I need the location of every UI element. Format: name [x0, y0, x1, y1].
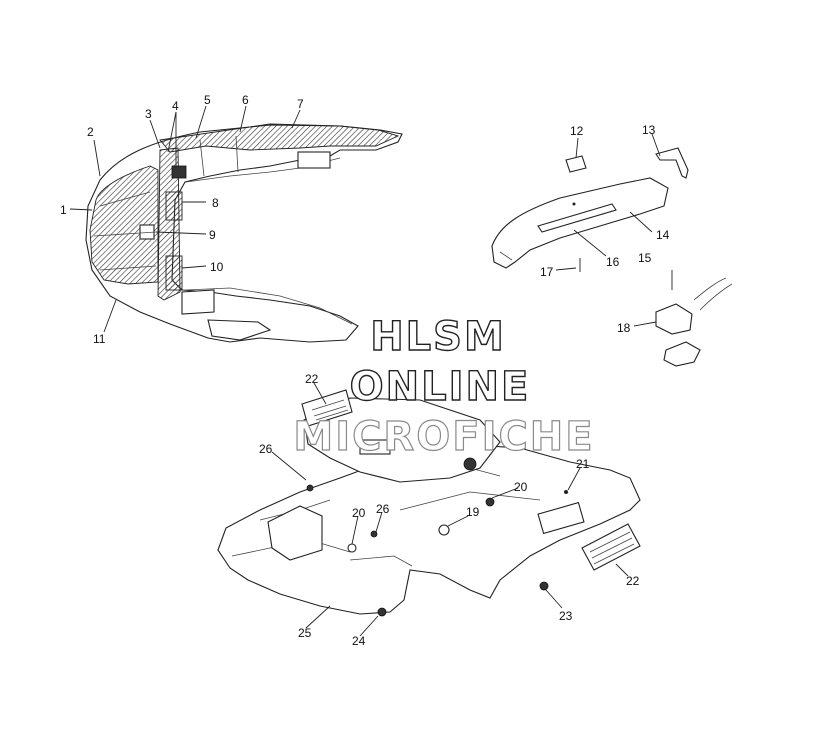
- watermark-line-3: MICROFICHE: [293, 414, 594, 460]
- callout-21: 21: [576, 457, 590, 471]
- vent-22-right: [581, 523, 641, 571]
- callout-11: 11: [93, 332, 106, 346]
- callout-22-right: 22: [626, 574, 640, 588]
- hood-assembly: [85, 123, 403, 343]
- callout-18: 18: [617, 321, 631, 335]
- callout-10: 10: [210, 260, 224, 274]
- callout-14: 14: [656, 228, 670, 242]
- callout-8: 8: [212, 196, 219, 210]
- lower-chassis-25: [217, 443, 641, 615]
- strap-13: [655, 147, 689, 179]
- callout-13: 13: [642, 123, 656, 137]
- watermark: HLSM ONLINE MICROFICHE: [293, 313, 594, 460]
- callout-3: 3: [145, 107, 152, 121]
- callout-19: 19: [466, 505, 480, 519]
- callout-26-left: 26: [259, 442, 273, 456]
- watermark-line-1: HLSM: [370, 314, 506, 360]
- callout-23: 23: [559, 609, 573, 623]
- bracket-18: [655, 277, 733, 367]
- callout-2: 2: [87, 125, 94, 139]
- callout-20-left: 20: [352, 506, 366, 520]
- callout-9: 9: [209, 228, 216, 242]
- callout-numbers: 1 2 3 4 5 6 7 8 9 10 11 12 13 14 15 16 1…: [60, 93, 670, 648]
- callout-7: 7: [297, 97, 304, 111]
- tunnel-plate: [303, 397, 501, 483]
- console-cover-14: [491, 177, 669, 269]
- callout-22-top: 22: [305, 372, 319, 386]
- fasteners: [306, 484, 568, 617]
- vent-22-left: [301, 389, 353, 427]
- callout-24: 24: [352, 634, 366, 648]
- callout-12: 12: [570, 124, 584, 138]
- callout-6: 6: [242, 93, 249, 107]
- callout-1: 1: [60, 203, 67, 217]
- callout-16: 16: [606, 255, 620, 269]
- leader-lines: [69, 105, 661, 637]
- callout-26-right: 26: [376, 502, 390, 516]
- callout-5: 5: [204, 93, 211, 107]
- callout-17: 17: [540, 265, 554, 279]
- watermark-line-2: ONLINE: [350, 364, 531, 410]
- callout-25: 25: [298, 626, 312, 640]
- callout-15: 15: [638, 251, 652, 265]
- bracket-12: [565, 155, 587, 173]
- callout-4: 4: [172, 99, 179, 113]
- callout-20-right: 20: [514, 480, 528, 494]
